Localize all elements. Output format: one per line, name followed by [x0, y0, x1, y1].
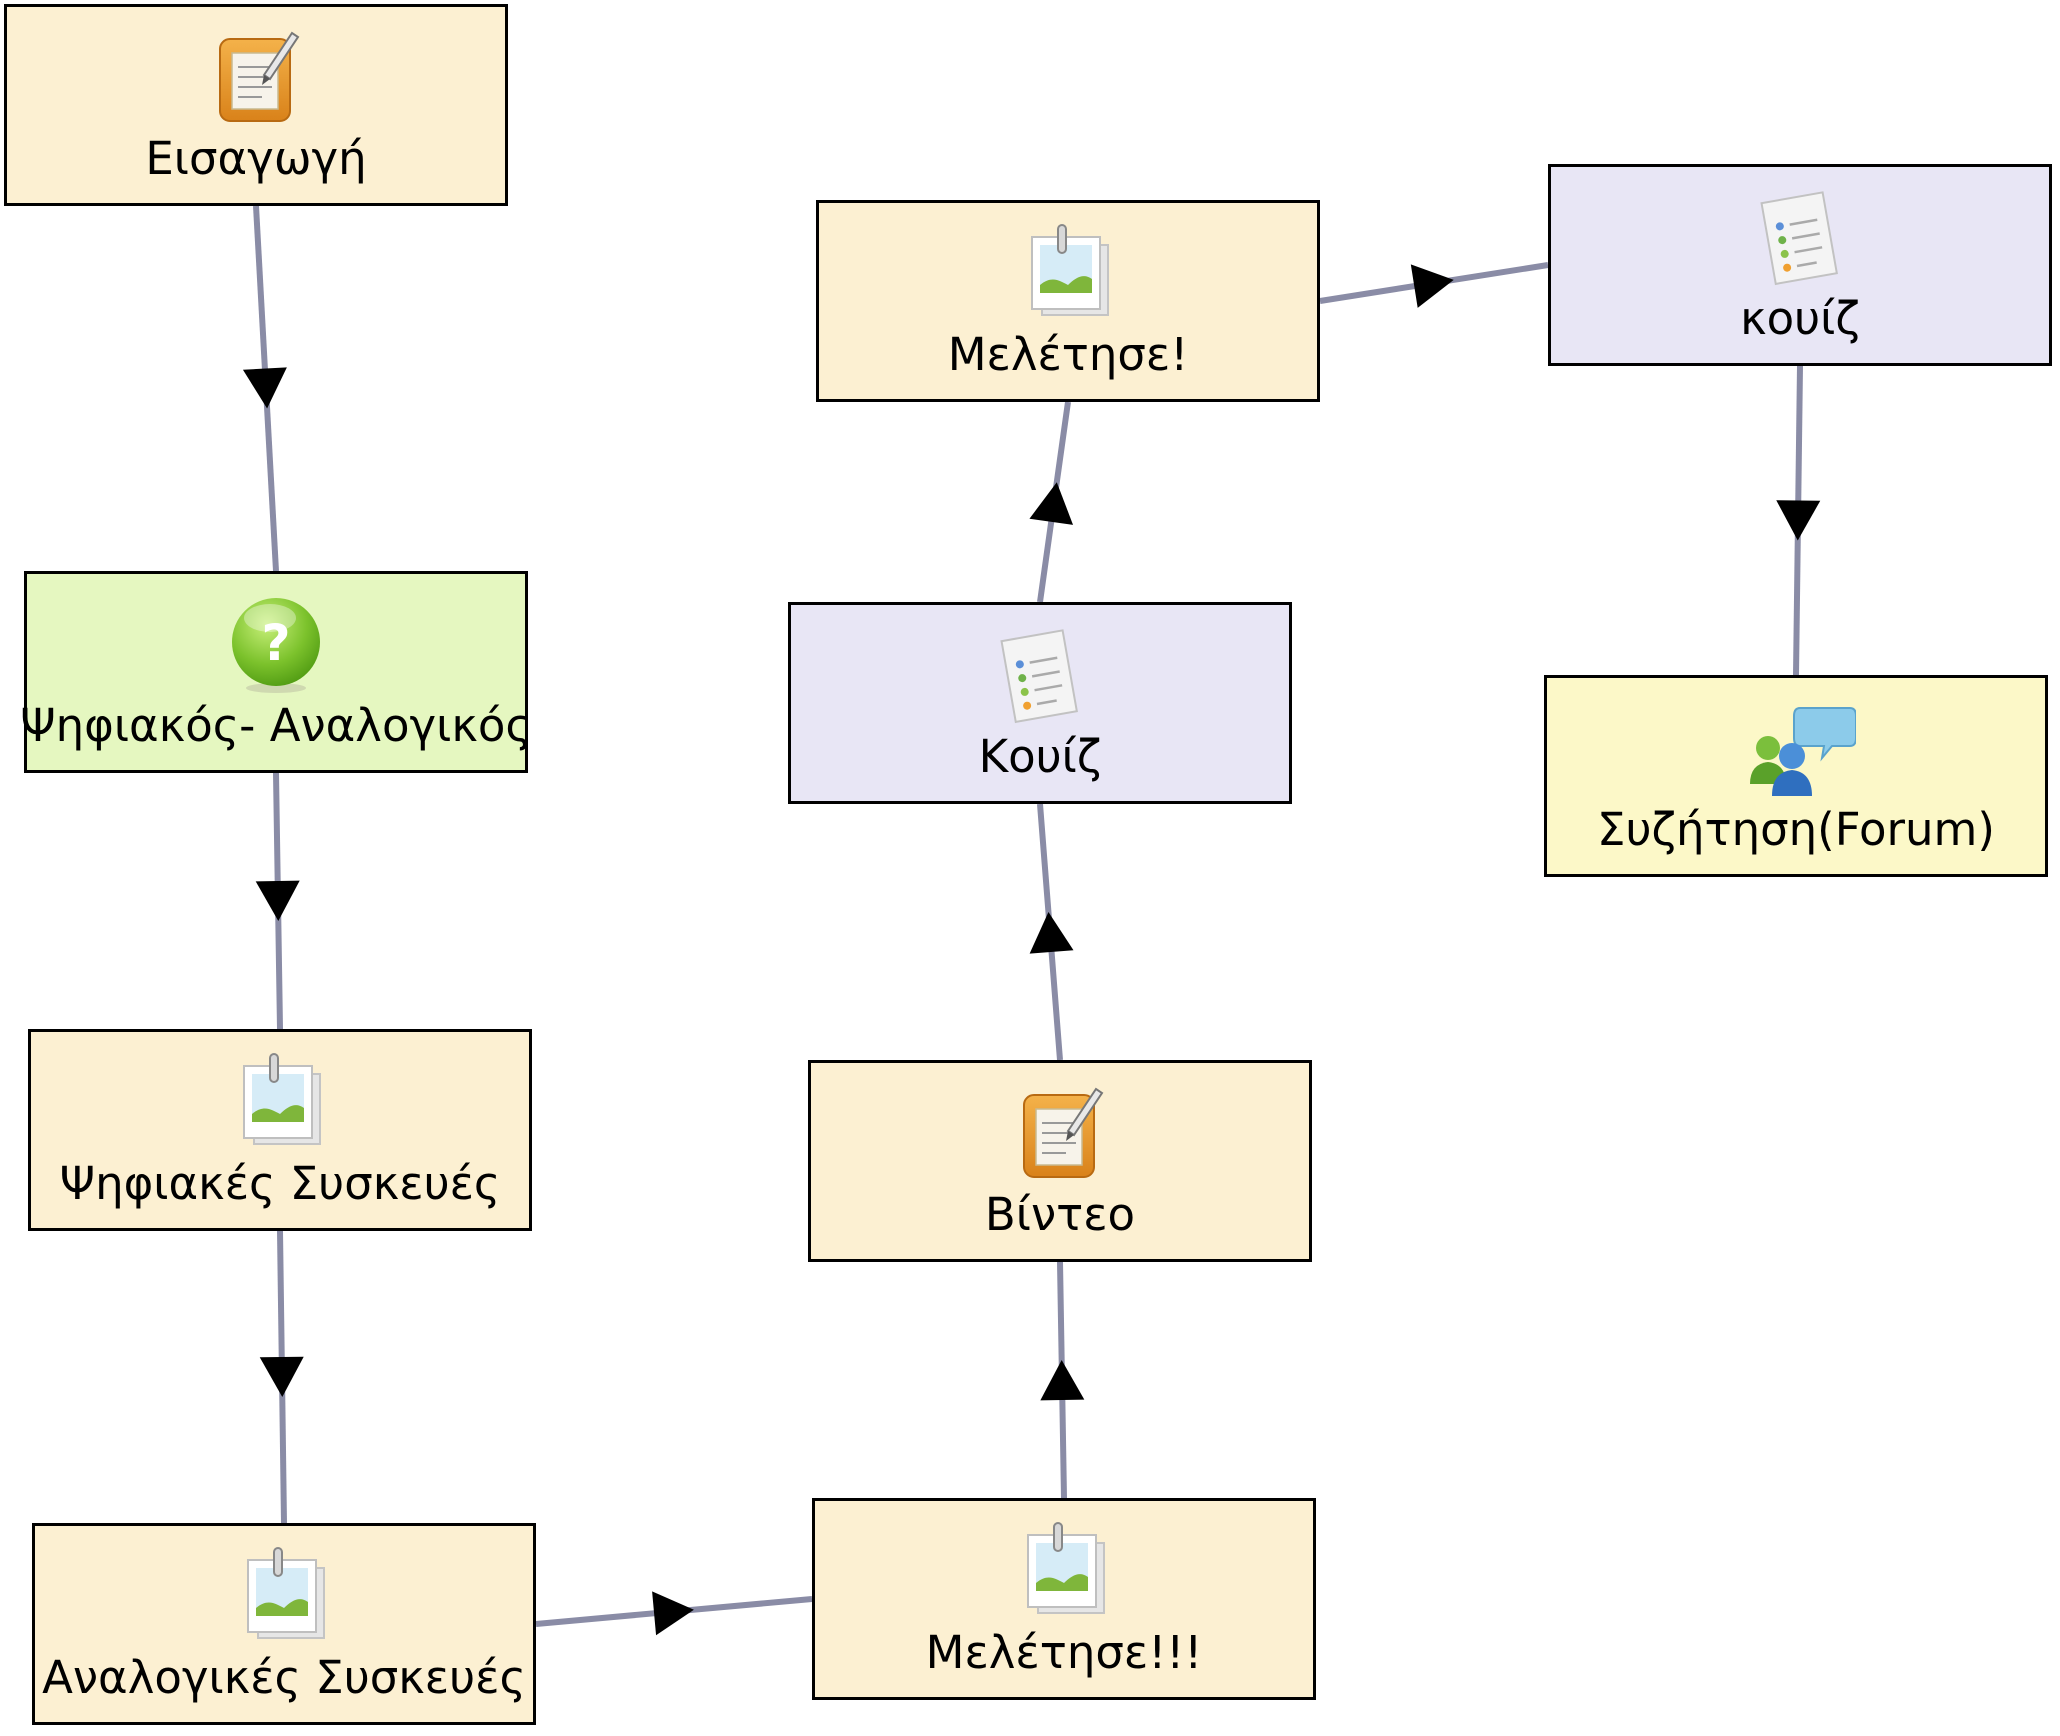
edge-arrowhead-kouiz-1-to-meletise-1: [1029, 482, 1074, 525]
edge-arrowhead-meletise-3-to-vinteo: [1040, 1360, 1085, 1401]
question-icon: ?: [226, 594, 326, 694]
edge-arrowhead-analogikes-syskeves-to-meletise-3: [652, 1591, 694, 1636]
activity-node-psifiakes-syskeves[interactable]: Ψηφιακές Συσκευές: [28, 1029, 532, 1231]
quiz-list-icon: [990, 625, 1090, 725]
activity-label: Βίντεο: [984, 1188, 1136, 1241]
edge-arrowhead-meletise-1-to-kouiz-2: [1410, 264, 1454, 308]
quiz-list-icon: [1750, 187, 1850, 287]
activity-node-meletise-3[interactable]: Μελέτησε!!!: [812, 1498, 1316, 1700]
image-resource-icon: [234, 1546, 334, 1646]
svg-text:?: ?: [261, 614, 290, 672]
activity-node-forum[interactable]: Συζήτηση(Forum): [1544, 675, 2048, 877]
activity-label: Συζήτηση(Forum): [1597, 803, 1995, 856]
image-resource-icon: [1018, 223, 1118, 323]
activity-node-eisagogi[interactable]: Εισαγωγή: [4, 4, 508, 206]
forum-discussion-icon: [1746, 698, 1857, 798]
edge-arrowhead-eisagogi-to-psifiakos-analogikos: [242, 367, 287, 409]
activity-node-meletise-1[interactable]: Μελέτησε!: [816, 200, 1320, 402]
activity-node-analogikes-syskeves[interactable]: Αναλογικές Συσκευές: [32, 1523, 536, 1725]
image-resource-icon: [1014, 1521, 1114, 1621]
activity-node-kouiz-1[interactable]: Κουίζ: [788, 602, 1292, 804]
edge-arrowhead-kouiz-2-to-forum: [1776, 500, 1821, 541]
activity-label: Αναλογικές Συσκευές: [42, 1651, 526, 1704]
activity-label: Μελέτησε!!!: [925, 1626, 1203, 1679]
activity-label: Εισαγωγή: [145, 132, 367, 185]
notebook-icon: [206, 27, 306, 127]
activity-label: Ψηφιακές Συσκευές: [59, 1157, 501, 1210]
activity-label: Ψηφιακός- Αναλογικός: [20, 699, 532, 752]
edge-arrowhead-vinteo-to-kouiz-1: [1029, 912, 1074, 954]
image-resource-icon: [230, 1052, 330, 1152]
activity-node-psifiakos-analogikos[interactable]: ? Ψηφιακός- Αναλογικός: [20, 571, 532, 773]
edge-arrowhead-psifiakes-syskeves-to-analogikes-syskeves: [259, 1356, 304, 1397]
activity-label: Κουίζ: [978, 730, 1102, 783]
activity-node-kouiz-2[interactable]: κουίζ: [1548, 164, 2052, 366]
activity-node-vinteo[interactable]: Βίντεο: [808, 1060, 1312, 1262]
activity-label: Μελέτησε!: [947, 328, 1189, 381]
notebook-icon: [1010, 1083, 1110, 1183]
edge-arrowhead-psifiakos-analogikos-to-psifiakes-syskeves: [255, 880, 300, 921]
activity-label: κουίζ: [1740, 292, 1860, 345]
